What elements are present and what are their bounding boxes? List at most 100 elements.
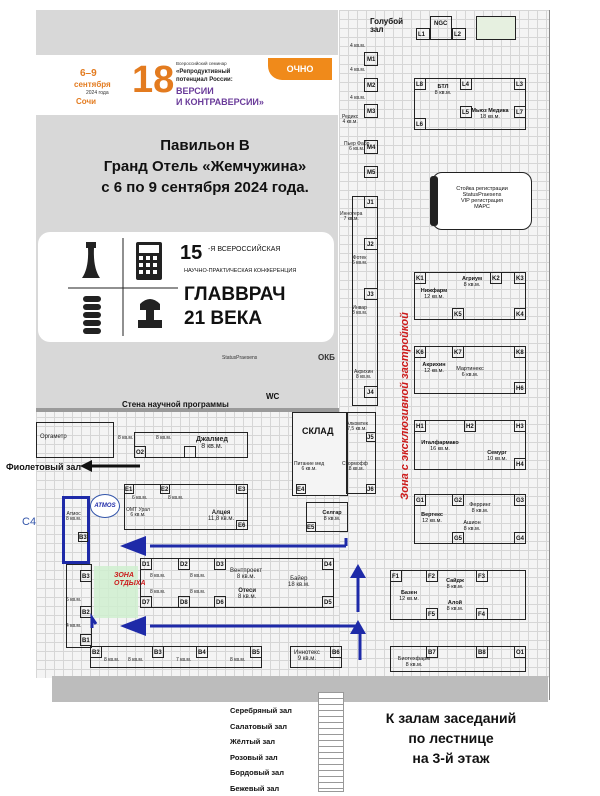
booth-B7[interactable]: B8 xyxy=(476,646,488,658)
banner-title-4: И КОНТРАВЕРСИИ» xyxy=(176,97,264,107)
booth-B8[interactable]: O1 xyxy=(514,646,526,658)
booth-D7[interactable]: D7 xyxy=(140,596,152,608)
booth-B5[interactable]: B6 xyxy=(330,646,342,658)
booth-K1[interactable]: K1 xyxy=(414,272,426,284)
booth-K8[interactable]: K8 xyxy=(514,346,526,358)
booth-G5[interactable]: G5 xyxy=(452,532,464,544)
booth-L6[interactable]: L6 xyxy=(414,118,426,130)
booth-E4[interactable]: E4 xyxy=(296,484,306,494)
area-d1: 8 кв.м. xyxy=(150,574,165,579)
booth-K3[interactable]: K3 xyxy=(514,272,526,284)
booth-E5[interactable]: E5 xyxy=(306,522,316,532)
staircase[interactable] xyxy=(318,692,344,792)
hall-4[interactable]: Розовый зал xyxy=(230,750,292,766)
banner-big-number: 18 xyxy=(132,61,174,99)
booth-E3[interactable]: E3 xyxy=(236,484,248,494)
booth-O2[interactable] xyxy=(184,446,196,458)
booth-E1[interactable]: E1 xyxy=(124,484,134,494)
venue-line-1: Павильон В xyxy=(40,135,370,156)
booth-D3[interactable]: D3 xyxy=(214,558,226,570)
wc-label[interactable]: WC xyxy=(266,392,279,401)
booth-K2[interactable]: K2 xyxy=(490,272,502,284)
booth-K4[interactable]: K4 xyxy=(514,308,526,320)
booth-J2[interactable]: J2 xyxy=(364,238,378,250)
booth-C1[interactable]: B1 xyxy=(80,634,92,646)
booth-B4[interactable]: B5 xyxy=(250,646,262,658)
area-b4: 8 кв.м. xyxy=(230,658,245,663)
area-c1: 6 кв.м. xyxy=(66,598,81,603)
booth-H6[interactable]: H6 xyxy=(514,382,526,394)
booth-J4[interactable]: J4 xyxy=(364,386,378,398)
booth-H1[interactable]: H1 xyxy=(414,420,426,432)
hall-2[interactable]: Салатовый зал xyxy=(230,719,292,735)
right-wall xyxy=(549,10,600,700)
venue-title: Павильон В Гранд Отель «Жемчужина» с 6 п… xyxy=(40,135,370,198)
atmos-logo-text: ATMOS xyxy=(91,503,119,509)
booth-L4[interactable]: L4 xyxy=(460,78,472,90)
booth-M3[interactable]: M3 xyxy=(364,104,378,118)
booth-J3[interactable]: J3 xyxy=(364,288,378,300)
booth-L3[interactable]: L3 xyxy=(514,78,526,90)
booth-G4[interactable]: G4 xyxy=(514,532,526,544)
booth-F3[interactable]: F3 xyxy=(476,570,488,582)
booth-J6[interactable]: J6 xyxy=(366,484,376,494)
booth-H3[interactable]: H3 xyxy=(514,420,526,432)
booth-L8[interactable]: L8 xyxy=(414,78,426,90)
booth-D2[interactable]: D2 xyxy=(178,558,190,570)
booth-L2[interactable]: L2 xyxy=(452,28,466,40)
booth-M1[interactable]: M1 xyxy=(364,52,378,66)
booth-D6[interactable]: D6 xyxy=(214,596,226,608)
booth-E6[interactable]: E6 xyxy=(236,520,248,530)
atmos-logo: ATMOS xyxy=(90,494,120,518)
booth-H2[interactable]: H2 xyxy=(464,420,476,432)
violet-hall-label[interactable]: Фиолетовый зал xyxy=(6,462,81,472)
booth-K5[interactable]: K5 xyxy=(452,308,464,320)
booth-L1[interactable]: L1 xyxy=(416,28,430,40)
hall-5[interactable]: Бордовый зал xyxy=(230,765,292,781)
booth-J1[interactable]: J1 xyxy=(364,196,378,208)
booth-F1[interactable]: F1 xyxy=(390,570,402,582)
booth-G1[interactable]: G1 xyxy=(414,494,426,506)
booth-B1[interactable]: B2 xyxy=(90,646,102,658)
hall-6[interactable]: Бежевый зал xyxy=(230,781,292,796)
booth-D1[interactable]: D1 xyxy=(140,558,152,570)
venue-line-2: Гранд Отель «Жемчужина» xyxy=(40,156,370,177)
booth-NGC[interactable]: NGC xyxy=(430,16,452,40)
booth-D5[interactable]: D5 xyxy=(322,596,334,608)
booth-C3[interactable]: B3 xyxy=(78,532,88,542)
booth-F4[interactable]: F4 xyxy=(476,608,488,620)
hall-1[interactable]: Серебряный зал xyxy=(230,703,292,719)
booth-E2[interactable]: E2 xyxy=(160,484,170,494)
booth-O1[interactable]: O2 xyxy=(134,446,146,458)
booth-B2[interactable]: B3 xyxy=(152,646,164,658)
booth-L7[interactable]: L7 xyxy=(514,106,526,118)
hall-3[interactable]: Жёлтый зал xyxy=(230,734,292,750)
booth-K7[interactable]: K7 xyxy=(452,346,464,358)
blue-hall-label[interactable]: Голубой зал xyxy=(370,18,410,35)
booth-C2[interactable]: B2 xyxy=(80,606,92,618)
booth-B3[interactable]: B4 xyxy=(196,646,208,658)
booth-D4[interactable]: D4 xyxy=(322,558,334,570)
booth-D8[interactable]: D8 xyxy=(178,596,190,608)
block-atmos[interactable] xyxy=(62,496,90,564)
booth-C3b[interactable]: B3 xyxy=(80,570,92,582)
area-b1: 8 кв.м. xyxy=(104,658,119,663)
event-banner: 6–9 сентября 2024 года Сочи 18 Всероссий… xyxy=(36,55,338,115)
booth-color-logo[interactable] xyxy=(476,16,516,40)
booth-J5[interactable]: J5 xyxy=(366,432,376,442)
booth-M5[interactable]: M5 xyxy=(364,166,378,178)
booth-K6[interactable]: K6 xyxy=(414,346,426,358)
conference-title-1: ГЛАВВРАЧ xyxy=(184,284,285,306)
booth-M2[interactable]: M2 xyxy=(364,78,378,92)
booth-G3[interactable]: G3 xyxy=(514,494,526,506)
